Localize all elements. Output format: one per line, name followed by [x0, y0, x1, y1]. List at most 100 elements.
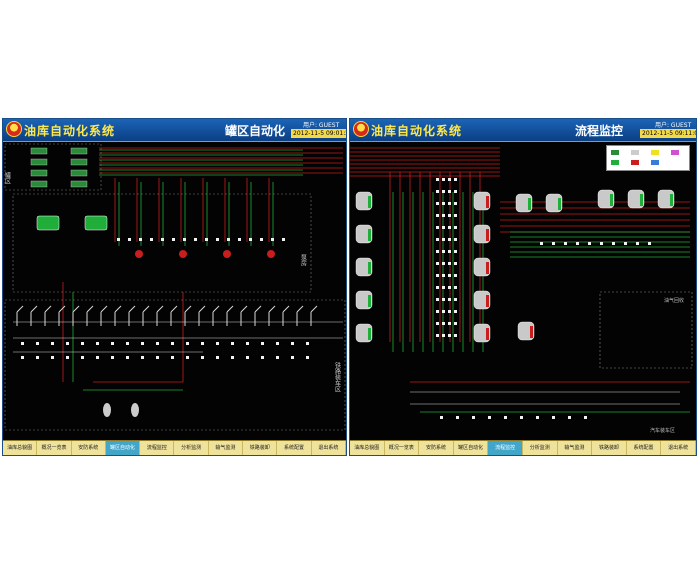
nav-summary[interactable]: 概况一览表 [37, 441, 72, 455]
valve-indicator[interactable] [111, 342, 114, 345]
valve-indicator[interactable] [246, 342, 249, 345]
valve-indicator[interactable] [454, 334, 457, 337]
valve-indicator[interactable] [36, 342, 39, 345]
valve-indicator[interactable] [488, 416, 491, 419]
valve-indicator[interactable] [454, 190, 457, 193]
valve-indicator[interactable] [51, 342, 54, 345]
valve-indicator[interactable] [442, 202, 445, 205]
valve-indicator[interactable] [141, 356, 144, 359]
nav-analysis[interactable]: 分析监测 [523, 441, 558, 455]
nav-security[interactable]: 安防系统 [419, 441, 454, 455]
valve-indicator[interactable] [472, 416, 475, 419]
valve-indicator[interactable] [171, 342, 174, 345]
valve-indicator[interactable] [111, 356, 114, 359]
pump-valve[interactable] [267, 250, 275, 258]
valve-indicator[interactable] [454, 202, 457, 205]
valve-indicator[interactable] [156, 342, 159, 345]
valve-indicator[interactable] [442, 298, 445, 301]
nav-overview[interactable]: 油库总貌图 [350, 441, 385, 455]
valve-indicator[interactable] [600, 242, 603, 245]
valve-indicator[interactable] [126, 356, 129, 359]
valve-indicator[interactable] [448, 334, 451, 337]
valve-indicator[interactable] [249, 238, 252, 241]
pump-unit[interactable] [84, 215, 108, 231]
valve-indicator[interactable] [454, 310, 457, 313]
nav-rail-loading[interactable]: 铁路装卸 [243, 441, 278, 455]
valve-indicator[interactable] [448, 262, 451, 265]
valve-indicator[interactable] [448, 250, 451, 253]
valve-indicator[interactable] [568, 416, 571, 419]
pump-unit[interactable] [36, 215, 60, 231]
valve-indicator[interactable] [171, 356, 174, 359]
valve-indicator[interactable] [66, 356, 69, 359]
valve-indicator[interactable] [442, 310, 445, 313]
nav-overview[interactable]: 油库总貌图 [3, 441, 38, 455]
valve-indicator[interactable] [126, 342, 129, 345]
valve-indicator[interactable] [436, 286, 439, 289]
valve-indicator[interactable] [291, 356, 294, 359]
valve-indicator[interactable] [271, 238, 274, 241]
valve-indicator[interactable] [21, 342, 24, 345]
valve-indicator[interactable] [194, 238, 197, 241]
nav-tank-automation[interactable]: 罐区自动化 [454, 441, 489, 455]
valve-indicator[interactable] [436, 238, 439, 241]
valve-indicator[interactable] [21, 356, 24, 359]
valve-indicator[interactable] [540, 242, 543, 245]
valve-indicator[interactable] [448, 274, 451, 277]
valve-indicator[interactable] [201, 356, 204, 359]
valve-indicator[interactable] [448, 190, 451, 193]
valve-indicator[interactable] [448, 226, 451, 229]
nav-process-monitor[interactable]: 流程监控 [488, 441, 523, 455]
valve-indicator[interactable] [448, 322, 451, 325]
valve-indicator[interactable] [186, 342, 189, 345]
valve-indicator[interactable] [246, 356, 249, 359]
valve-indicator[interactable] [205, 238, 208, 241]
tank-indicator[interactable] [30, 147, 48, 155]
valve-indicator[interactable] [454, 238, 457, 241]
valve-indicator[interactable] [231, 342, 234, 345]
valve-indicator[interactable] [442, 178, 445, 181]
valve-indicator[interactable] [161, 238, 164, 241]
valve-indicator[interactable] [81, 342, 84, 345]
valve-indicator[interactable] [448, 298, 451, 301]
valve-indicator[interactable] [260, 238, 263, 241]
valve-indicator[interactable] [139, 238, 142, 241]
valve-indicator[interactable] [306, 356, 309, 359]
valve-indicator[interactable] [612, 242, 615, 245]
valve-indicator[interactable] [436, 214, 439, 217]
valve-indicator[interactable] [448, 178, 451, 181]
valve-indicator[interactable] [183, 238, 186, 241]
valve-indicator[interactable] [172, 238, 175, 241]
tank-indicator[interactable] [70, 180, 88, 188]
valve-indicator[interactable] [442, 190, 445, 193]
valve-indicator[interactable] [448, 238, 451, 241]
valve-indicator[interactable] [564, 242, 567, 245]
valve-indicator[interactable] [442, 274, 445, 277]
valve-indicator[interactable] [624, 242, 627, 245]
nav-gas-monitor[interactable]: 输气监测 [558, 441, 593, 455]
valve-indicator[interactable] [436, 334, 439, 337]
valve-indicator[interactable] [636, 242, 639, 245]
valve-indicator[interactable] [448, 310, 451, 313]
valve-indicator[interactable] [588, 242, 591, 245]
tank-indicator[interactable] [70, 158, 88, 166]
valve-indicator[interactable] [436, 262, 439, 265]
valve-indicator[interactable] [261, 356, 264, 359]
valve-indicator[interactable] [436, 202, 439, 205]
valve-indicator[interactable] [454, 250, 457, 253]
valve-indicator[interactable] [141, 342, 144, 345]
nav-tank-automation[interactable]: 罐区自动化 [105, 441, 141, 455]
valve-indicator[interactable] [576, 242, 579, 245]
valve-indicator[interactable] [261, 342, 264, 345]
valve-indicator[interactable] [442, 238, 445, 241]
valve-indicator[interactable] [36, 356, 39, 359]
nav-analysis[interactable]: 分析监测 [174, 441, 209, 455]
valve-indicator[interactable] [186, 356, 189, 359]
valve-indicator[interactable] [648, 242, 651, 245]
valve-indicator[interactable] [227, 238, 230, 241]
valve-indicator[interactable] [442, 226, 445, 229]
valve-indicator[interactable] [448, 202, 451, 205]
valve-indicator[interactable] [216, 342, 219, 345]
valve-indicator[interactable] [442, 262, 445, 265]
small-tank[interactable] [103, 403, 111, 417]
